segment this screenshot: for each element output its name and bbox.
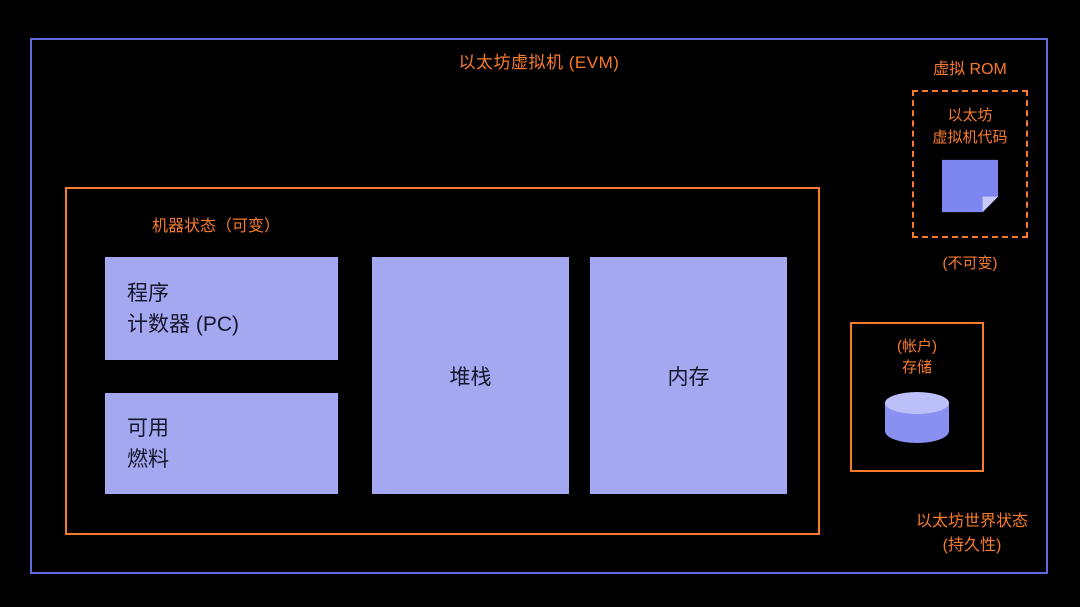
account-storage-box: (帐户) 存储 — [850, 322, 984, 472]
stack-box: 堆栈 — [372, 257, 569, 494]
available-gas-box: 可用 燃料 — [105, 393, 338, 494]
memory-label: 内存 — [667, 365, 710, 389]
world-state-caption: 以太坊世界状态 (持久性) — [882, 510, 1062, 558]
database-cylinder-icon — [885, 392, 949, 443]
memory-box: 内存 — [590, 257, 787, 494]
available-gas-line2: 燃料 — [127, 447, 169, 471]
virtual-rom-box: 以太坊 虚拟机代码 — [912, 90, 1028, 238]
world-state-line1: 以太坊世界状态 — [915, 513, 1028, 530]
rom-code-label-line1: 以太坊 — [947, 107, 993, 124]
rom-code-label-line2: 虚拟机代码 — [932, 129, 1008, 146]
machine-state-box: 机器状态（可变） — [65, 187, 820, 535]
machine-state-label: 机器状态（可变） — [152, 218, 281, 235]
world-state-line2: (持久性) — [942, 537, 1002, 554]
evm-title: 以太坊虚拟机 (EVM) — [458, 53, 620, 72]
stack-label: 堆栈 — [449, 365, 492, 389]
program-counter-box: 程序 计数器 (PC) — [105, 257, 338, 360]
immutable-caption: (不可变) — [942, 255, 998, 272]
program-counter-line2: 计数器 (PC) — [127, 312, 239, 336]
program-counter-line1: 程序 — [127, 281, 169, 305]
virtual-rom-title: 虚拟 ROM — [933, 61, 1007, 78]
available-gas-line1: 可用 — [127, 416, 169, 440]
code-note-icon — [941, 159, 999, 213]
evm-outer-box — [30, 38, 1048, 574]
account-storage-line1: (帐户) — [897, 338, 937, 355]
account-storage-line2: 存储 — [901, 359, 932, 376]
